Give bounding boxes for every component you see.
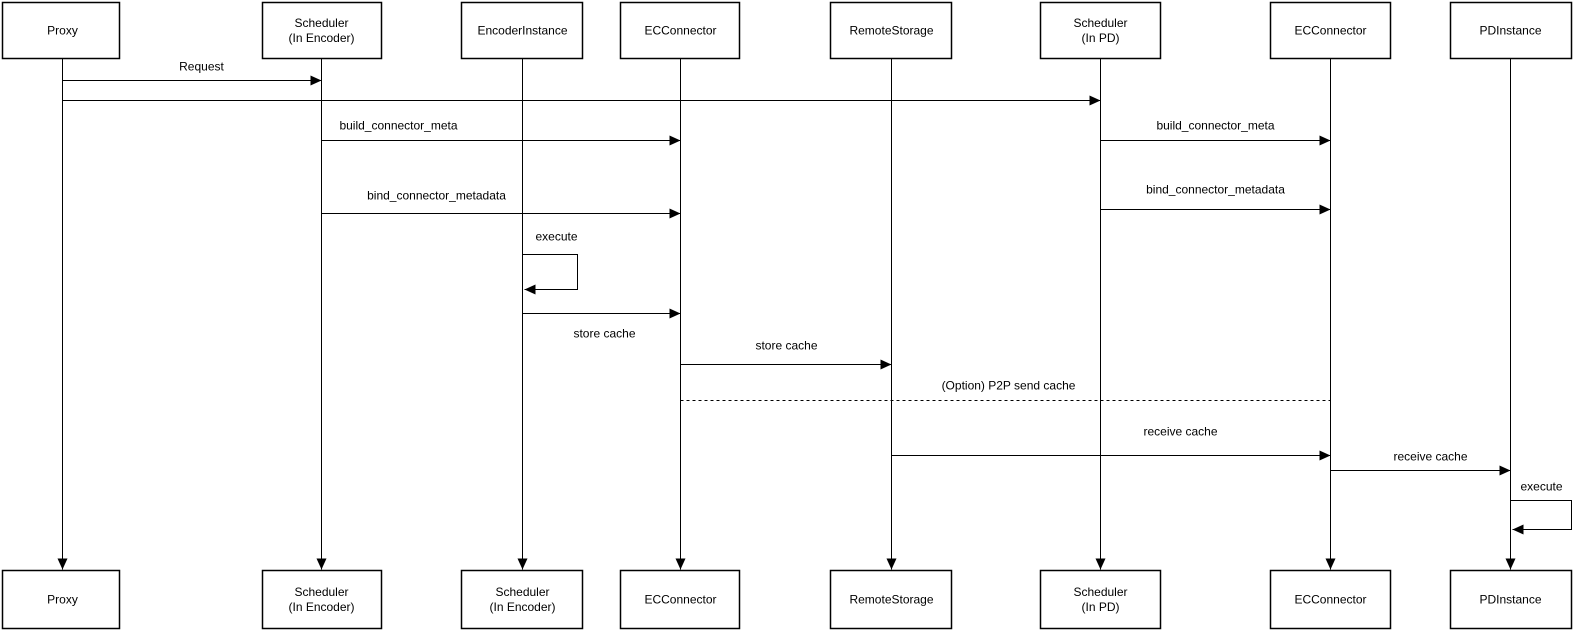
- participant-bottom-label-scheduler-in-pd: Scheduler: [1073, 585, 1127, 599]
- self-message-arrow-execute-6: [522, 254, 578, 295]
- message-label-bind-connector-metadata-4: bind_connector_metadata: [367, 189, 506, 203]
- participant-top-box-encoder-instance: [460, 1, 584, 60]
- message-label-receive-cache-11: receive cache: [1393, 450, 1467, 464]
- message-label-build-connector-meta-3: build_connector_meta: [1156, 119, 1274, 133]
- message-label-store-cache-7: store cache: [573, 327, 635, 341]
- message-label-execute-6: execute: [535, 230, 577, 244]
- message-label-store-cache-8: store cache: [755, 339, 817, 353]
- participant-bottom-label-proxy: Proxy: [47, 593, 78, 607]
- participant-top-label-scheduler-in-pd: (In PD): [1081, 31, 1119, 45]
- participant-bottom-box-proxy: [1, 569, 121, 630]
- participant-bottom-label-ec-connector-2: ECConnector: [1294, 593, 1366, 607]
- participant-bottom-box-scheduler-in-encoder: [261, 569, 383, 630]
- participant-bottom-label-scheduler-in-pd: (In PD): [1081, 600, 1119, 614]
- participant-top-label-remote-storage: RemoteStorage: [849, 24, 933, 38]
- participant-bottom-box-encoder-instance: [460, 569, 584, 630]
- participant-top-label-ec-connector-1: ECConnector: [644, 24, 716, 38]
- participant-bottom-box-remote-storage: [829, 569, 953, 630]
- participant-top-box-remote-storage: [829, 1, 953, 60]
- participant-bottom-label-encoder-instance: (In Encoder): [489, 600, 555, 614]
- message-label-bind-connector-metadata-5: bind_connector_metadata: [1146, 183, 1285, 197]
- participant-top-label-scheduler-in-pd: Scheduler: [1073, 16, 1127, 30]
- message-label-option-p2p-send-cache-9: (Option) P2P send cache: [942, 379, 1076, 393]
- participant-top-box-ec-connector-2: [1269, 1, 1392, 60]
- participant-top-label-pd-instance: PDInstance: [1479, 24, 1541, 38]
- participant-top-box-proxy: [1, 1, 121, 60]
- message-label-execute-12: execute: [1520, 480, 1562, 494]
- participant-top-box-pd-instance: [1449, 1, 1573, 60]
- participant-bottom-label-encoder-instance: Scheduler: [495, 585, 549, 599]
- participant-top-label-proxy: Proxy: [47, 24, 78, 38]
- message-label-receive-cache-10: receive cache: [1143, 425, 1217, 439]
- participant-bottom-label-ec-connector-1: ECConnector: [644, 593, 716, 607]
- participant-top-label-scheduler-in-encoder: Scheduler: [294, 16, 348, 30]
- participant-top-label-ec-connector-2: ECConnector: [1294, 24, 1366, 38]
- participant-top-box-ec-connector-1: [619, 1, 741, 60]
- participant-top-label-scheduler-in-encoder: (In Encoder): [288, 31, 354, 45]
- message-label-build-connector-meta-2: build_connector_meta: [339, 119, 457, 133]
- participant-bottom-box-scheduler-in-pd: [1039, 569, 1162, 630]
- self-message-arrow-execute-12: [1510, 500, 1572, 535]
- participant-bottom-box-ec-connector-1: [619, 569, 741, 630]
- participant-top-label-encoder-instance: EncoderInstance: [477, 24, 567, 38]
- participant-bottom-label-remote-storage: RemoteStorage: [849, 593, 933, 607]
- message-label-request-0: Request: [179, 60, 224, 74]
- participant-top-box-scheduler-in-pd: [1039, 1, 1162, 60]
- participant-bottom-label-scheduler-in-encoder: Scheduler: [294, 585, 348, 599]
- participant-bottom-label-scheduler-in-encoder: (In Encoder): [288, 600, 354, 614]
- participant-top-box-scheduler-in-encoder: [261, 1, 383, 60]
- participant-bottom-box-pd-instance: [1449, 569, 1573, 630]
- participant-bottom-box-ec-connector-2: [1269, 569, 1392, 630]
- participant-bottom-label-pd-instance: PDInstance: [1479, 593, 1541, 607]
